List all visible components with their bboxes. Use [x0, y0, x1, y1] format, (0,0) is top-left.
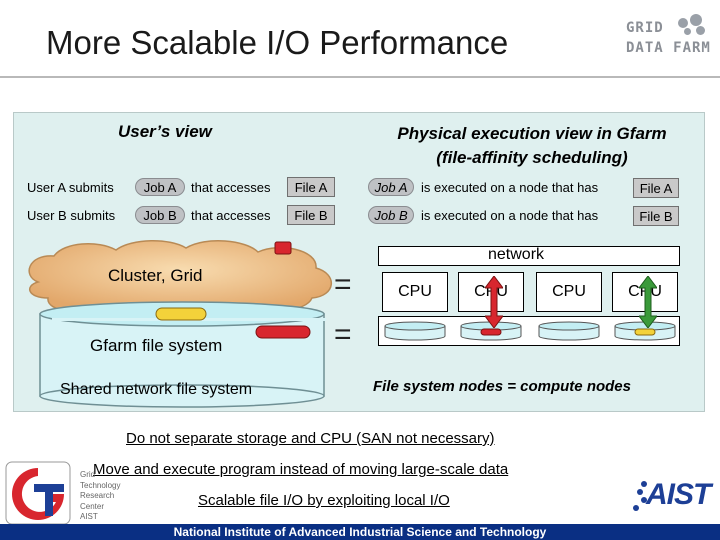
job-a-pill: Job A — [135, 178, 185, 196]
logo-dot-icon — [678, 18, 688, 28]
logo-dot-icon — [684, 28, 691, 35]
user-b-prefix: User B submits — [27, 208, 116, 223]
network-bar — [378, 246, 680, 266]
logo-grid-text: GRID — [626, 20, 664, 36]
phys-job-b-pill: Job B — [368, 206, 414, 224]
cpu-node-1 — [382, 272, 448, 312]
local-disk-icon — [538, 321, 600, 341]
logo-dot-icon — [690, 14, 702, 26]
gtrc-word: Grid — [80, 470, 96, 479]
physical-view-heading-line1: Physical execution view in Gfarm — [397, 124, 667, 143]
phys-row-a-middle: is executed on a node that has — [421, 180, 599, 195]
cluster-grid-label: Cluster, Grid — [108, 266, 203, 285]
gtrc-word: Center — [80, 501, 105, 511]
footer-text: National Institute of Advanced Industria… — [173, 525, 547, 539]
gtrc-word: Research — [80, 491, 115, 500]
shared-file-system-cylinder — [39, 301, 326, 408]
physical-view-heading-line2: (file-affinity scheduling) — [436, 148, 628, 167]
io-arrow-green-icon — [639, 276, 657, 328]
gtrc-word: Technology — [80, 480, 121, 490]
users-view-heading: User’s view — [118, 122, 212, 141]
io-arrow-red-icon — [485, 276, 503, 328]
footer-bar — [0, 524, 720, 540]
logo-data-farm-text: DATA FARM — [626, 40, 711, 56]
network-label: network — [488, 246, 545, 263]
file-a-label: File A — [287, 177, 335, 197]
physical-view-heading: Physical execution view in Gfarm (file-a… — [372, 122, 692, 170]
bullet-point-1: Do not separate storage and CPU (SAN not… — [126, 430, 495, 447]
file-b-label: File B — [287, 205, 335, 225]
gtrc-words: Grid Technology Research Center AIST — [80, 470, 120, 523]
gfarm-file-system-label: Gfarm file system — [90, 336, 223, 355]
aist-logo: AIST — [632, 474, 716, 520]
logo-dot-icon — [696, 26, 705, 35]
user-a-prefix: User A submits — [27, 180, 114, 195]
local-disk-icon — [384, 321, 446, 341]
user-a-middle: that accesses — [191, 180, 271, 195]
file-system-nodes-label: File system nodes = compute nodes — [373, 378, 631, 395]
gtrc-word: AIST — [80, 512, 98, 521]
phys-job-a-pill: Job A — [368, 178, 414, 196]
gtrc-logo — [5, 461, 71, 525]
cpu-label-1: CPU — [398, 283, 432, 300]
phys-row-b-middle: is executed on a node that has — [421, 208, 599, 223]
user-b-middle: that accesses — [191, 208, 271, 223]
equals-sign-top: = — [334, 268, 352, 301]
bullet-point-3: Scalable file I/O by exploiting local I/… — [198, 492, 450, 509]
local-disk-icon — [460, 321, 522, 341]
phys-file-b-label: File B — [633, 206, 679, 226]
phys-file-a-label: File A — [633, 178, 679, 198]
local-disk-icon — [614, 321, 676, 341]
grid-data-farm-logo: GRID DATA FARM — [626, 12, 712, 68]
title-underline — [0, 76, 720, 78]
shared-network-file-system-label: Shared network file system — [60, 381, 253, 398]
aist-logo-text: AIST — [646, 478, 711, 511]
aist-dots-icon — [633, 481, 647, 511]
cpu-label-3: CPU — [552, 283, 586, 300]
job-b-pill: Job B — [135, 206, 185, 224]
equals-sign-bottom: = — [334, 318, 352, 351]
bullet-point-2: Move and execute program instead of movi… — [93, 461, 509, 478]
cpu-node-3 — [536, 272, 602, 312]
slide-title: More Scalable I/O Performance — [46, 24, 509, 61]
